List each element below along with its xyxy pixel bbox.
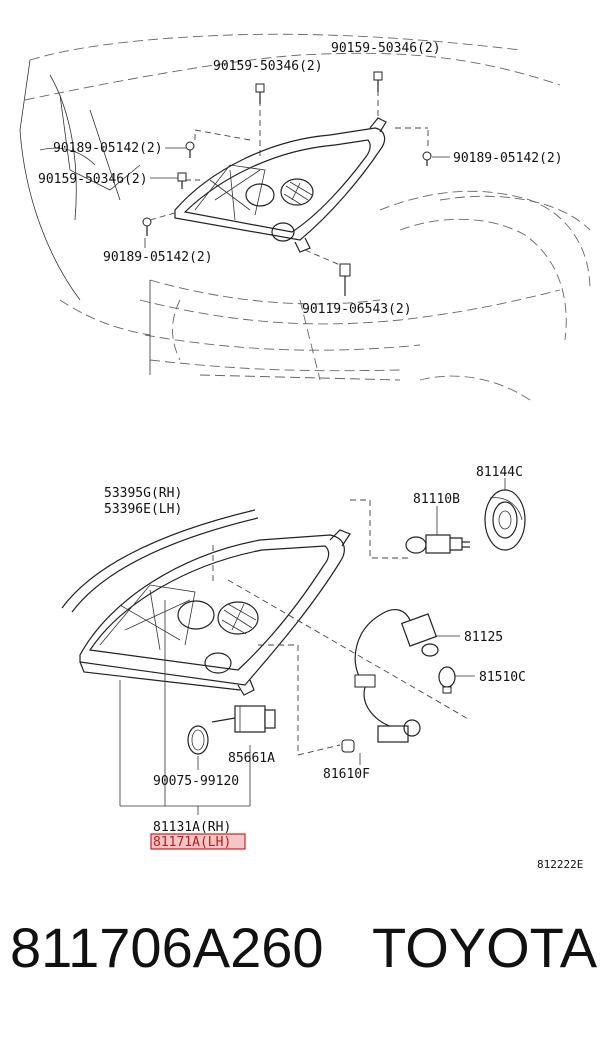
- label-actuator: 85661A: [228, 751, 275, 766]
- label-assembly-rh: 81131A(RH): [153, 820, 231, 835]
- label-molding-rh: 53395G(RH): [104, 486, 182, 501]
- bulb-socket-cover-icon: [484, 489, 526, 551]
- label-nut-bottom: 90119-06543(2): [302, 302, 412, 317]
- label-gasket: 90075-99120: [153, 774, 239, 789]
- clip-right-icon: [422, 151, 432, 166]
- headlamp-top: [149, 80, 429, 266]
- bulb-wedge-icon: [341, 739, 355, 753]
- highlight-assembly-lh: [150, 833, 246, 850]
- parts-diagram: 90159-50346(2) 90159-50346(2) 90189-0514…: [19, 33, 591, 871]
- label-bulb-small: 81510C: [479, 670, 526, 685]
- bolt-left-icon: [177, 172, 187, 189]
- molding-strip: [61, 509, 259, 613]
- label-bolt-top-left: 90159-50346(2): [213, 59, 323, 74]
- label-bulb: 81110B: [413, 492, 460, 507]
- label-bulb-socket-cover: 81144C: [476, 465, 523, 480]
- label-clip-right: 90189-05142(2): [453, 151, 563, 166]
- fastener-bolt-top-right-icon: [373, 71, 383, 92]
- bulb-small-icon: [438, 666, 456, 694]
- part-number: 811706A260: [10, 916, 324, 979]
- headlamp-assembly: [79, 499, 471, 756]
- nut-bottom-icon: [339, 263, 351, 296]
- socket-wire-icon: [354, 608, 439, 729]
- clip-left-upper-icon: [185, 141, 195, 158]
- actuator-icon: [211, 705, 276, 733]
- label-assembly-lh: 81171A(LH): [153, 835, 231, 850]
- label-molding-lh: 53396E(LH): [104, 502, 182, 517]
- label-socket-wire: 81125: [464, 630, 503, 645]
- gasket-icon: [187, 725, 209, 755]
- brand-name: TOYOTA: [372, 916, 598, 979]
- label-bolt-top-right: 90159-50346(2): [331, 41, 441, 56]
- label-bolt-left: 90159-50346(2): [38, 172, 148, 187]
- figure-code: 812222E: [537, 858, 583, 871]
- bulb-icon: [405, 534, 470, 554]
- footer: 811706A260 TOYOTA: [0, 915, 600, 1025]
- label-clip-left-upper: 90189-05142(2): [53, 141, 163, 156]
- fastener-bolt-top-left-icon: [255, 83, 265, 104]
- clip-left-lower-icon: [142, 217, 152, 236]
- wedge-socket-icon: [377, 719, 421, 743]
- vehicle-body-outline: [19, 33, 591, 401]
- label-bulb-wedge: 81610F: [323, 767, 370, 782]
- label-clip-left-lower: 90189-05142(2): [103, 250, 213, 265]
